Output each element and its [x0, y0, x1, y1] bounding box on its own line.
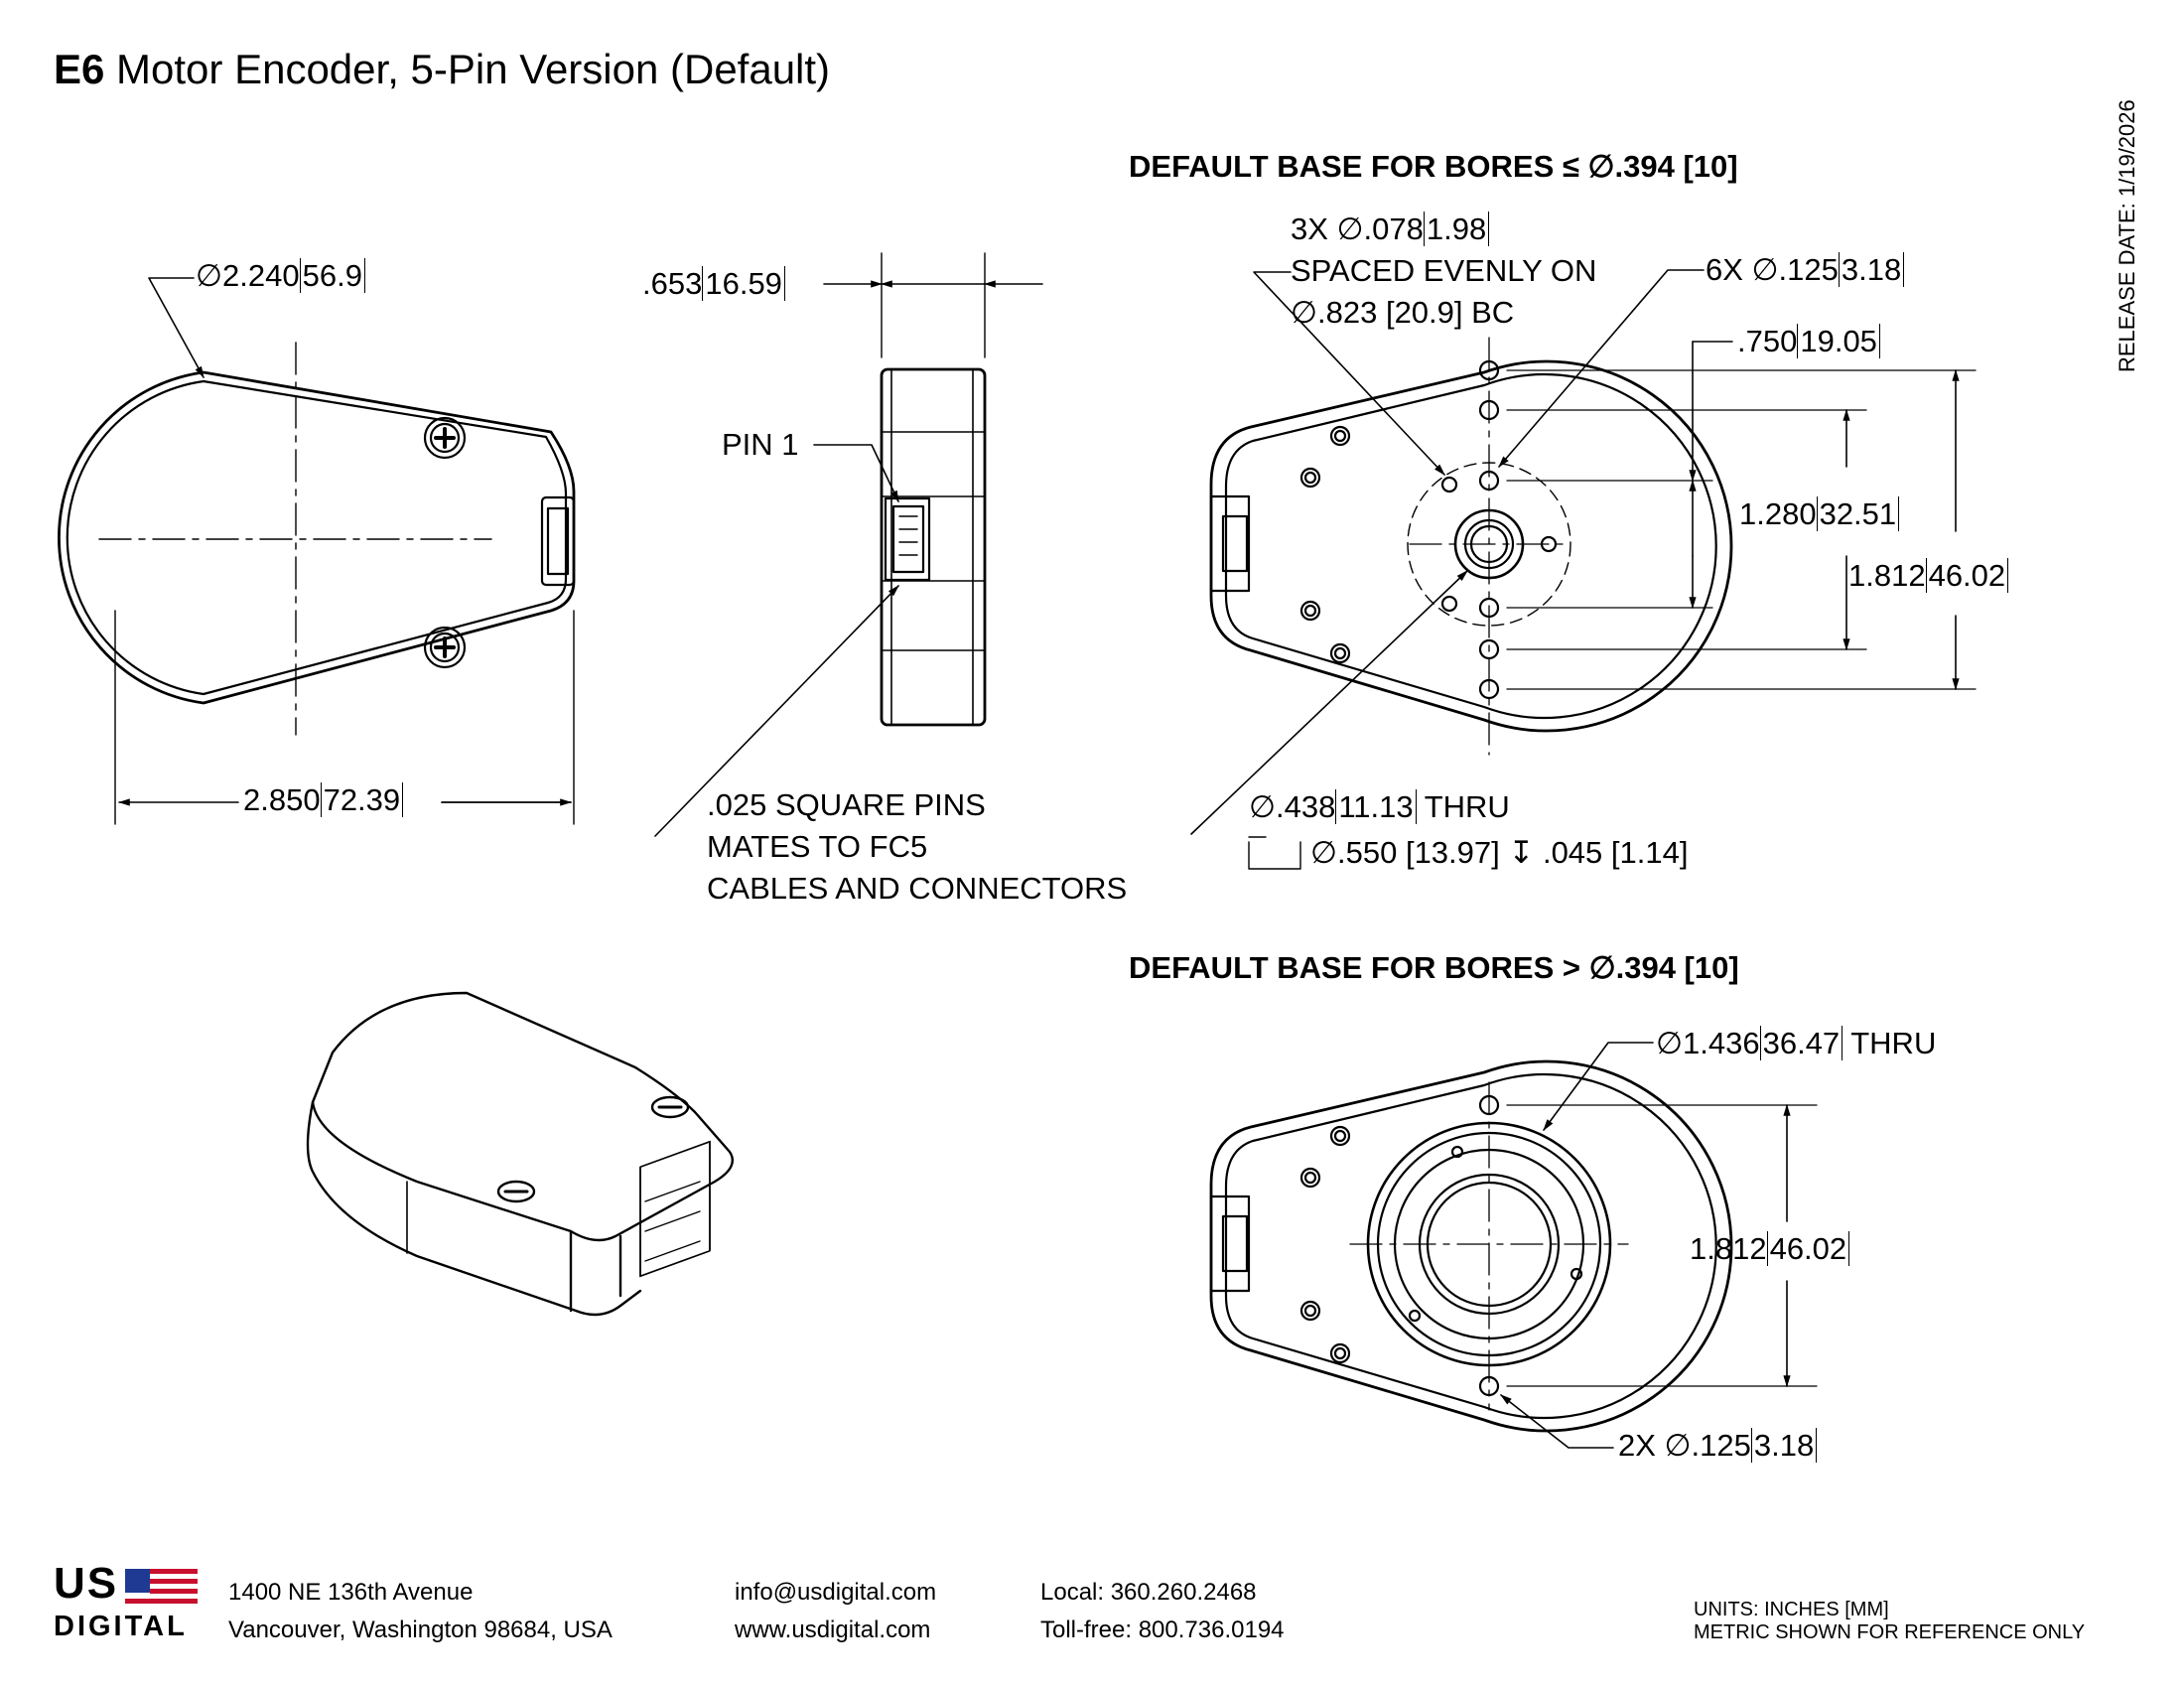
small-bore-base [1190, 269, 1977, 870]
base1-outline [1209, 359, 1733, 733]
base2-outline [1209, 1059, 1733, 1433]
large-bore-base [1209, 1042, 1818, 1449]
email-link[interactable]: info@usdigital.com [735, 1579, 937, 1606]
iso-side-face [306, 1100, 642, 1317]
screw-bottom [423, 626, 467, 669]
dim-1812-top-label: 1.81246.02 [1848, 558, 2009, 594]
page-title: E6 Motor Encoder, 5-Pin Version (Default… [54, 46, 831, 92]
iso-top-face [311, 991, 735, 1242]
base1-inner [1224, 372, 1717, 720]
leader-6x [1498, 269, 1705, 468]
website-link[interactable]: www.usdigital.com [735, 1617, 931, 1643]
side-connector [884, 496, 931, 582]
heading-large-bore: DEFAULT BASE FOR BORES > ∅.394 [10] [1129, 950, 1739, 985]
logo-us: US [54, 1559, 119, 1608]
large-bore-label: ∅1.43636.47 THRU [1656, 1026, 1937, 1060]
front-diameter-leader [148, 277, 205, 379]
dim-1280-label: 1.28032.51 [1739, 496, 1900, 532]
holes-2x-label: 2X ∅.1253.18 [1618, 1428, 1818, 1464]
leader-bore [1190, 570, 1468, 835]
front-diameter-label: ∅2.24056.9 [196, 258, 365, 294]
pins-leader [654, 585, 899, 837]
side-view [654, 252, 1043, 837]
pins-note-line-1: .025 SQUARE PINS [707, 787, 986, 822]
iso-screw-1 [650, 1095, 690, 1119]
bore-thru-label: ∅.43811.13 THRU [1249, 789, 1510, 824]
heading-small-bore: DEFAULT BASE FOR BORES ≤ ∅.394 [10] [1129, 149, 1738, 184]
footer-phone: Local: 360.260.2468 Toll-free: 800.736.0… [1040, 1579, 1285, 1643]
holes-6x-label: 6X ∅.1253.18 [1706, 252, 1905, 288]
front-body-outline [58, 370, 576, 705]
footer-web: info@usdigital.com www.usdigital.com [735, 1574, 936, 1649]
base1-connector [1209, 494, 1251, 593]
front-connector [540, 495, 576, 587]
iso-screw-2 [496, 1180, 536, 1203]
pins-note-line-2: MATES TO FC5 [707, 829, 928, 864]
leader-large-bore [1543, 1042, 1654, 1131]
front-body-inner [66, 379, 568, 696]
isometric-view [306, 991, 735, 1317]
leader-3x [1253, 271, 1445, 476]
logo-flag [125, 1569, 198, 1604]
leader-2x [1500, 1394, 1614, 1449]
base2-connector [1209, 1195, 1251, 1293]
footer-address: 1400 NE 136th Avenue Vancouver, Washingt… [228, 1579, 613, 1643]
dim-1812-bottom-label: 1.81246.02 [1690, 1231, 1850, 1267]
pins-note-line-3: CABLES AND CONNECTORS [707, 871, 1128, 906]
logo-digital: DIGITAL [54, 1611, 188, 1642]
dim-750-label: .75019.05 [1737, 324, 1880, 359]
release-date: RELEASE DATE: 1/19/2026 [2115, 99, 2139, 372]
counterbore-label: ∅.550 [13.97] ↧ .045 [1.14] [1310, 835, 1689, 870]
units-note: UNITS: INCHES [MM] METRIC SHOWN FOR REFE… [1694, 1599, 2086, 1643]
side-body [880, 367, 987, 727]
pins-note: .025 SQUARE PINS MATES TO FC5 CABLES AND… [707, 784, 1127, 910]
front-width-label: 2.85072.39 [243, 782, 404, 818]
pin1-label: PIN 1 [722, 427, 799, 462]
screw-top [423, 416, 467, 460]
front-view [58, 277, 576, 825]
holes-3x-note: 3X ∅.0781.98 SPACED EVENLY ON ∅.823 [20.… [1291, 211, 1597, 330]
base2-inner [1224, 1072, 1717, 1420]
thickness-label: .65316.59 [642, 266, 785, 302]
pin1-leader [813, 444, 899, 503]
iso-connector [639, 1140, 711, 1278]
